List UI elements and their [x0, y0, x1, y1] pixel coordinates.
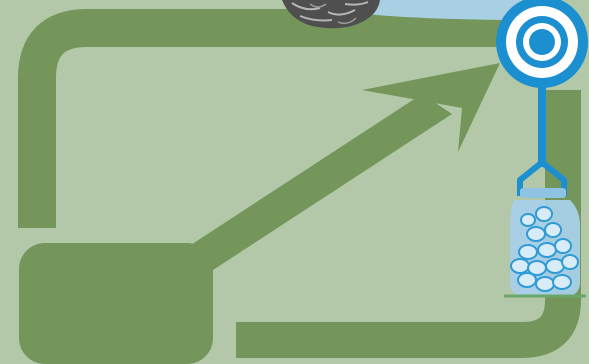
start-block — [19, 243, 213, 364]
target-icon — [496, 0, 588, 88]
